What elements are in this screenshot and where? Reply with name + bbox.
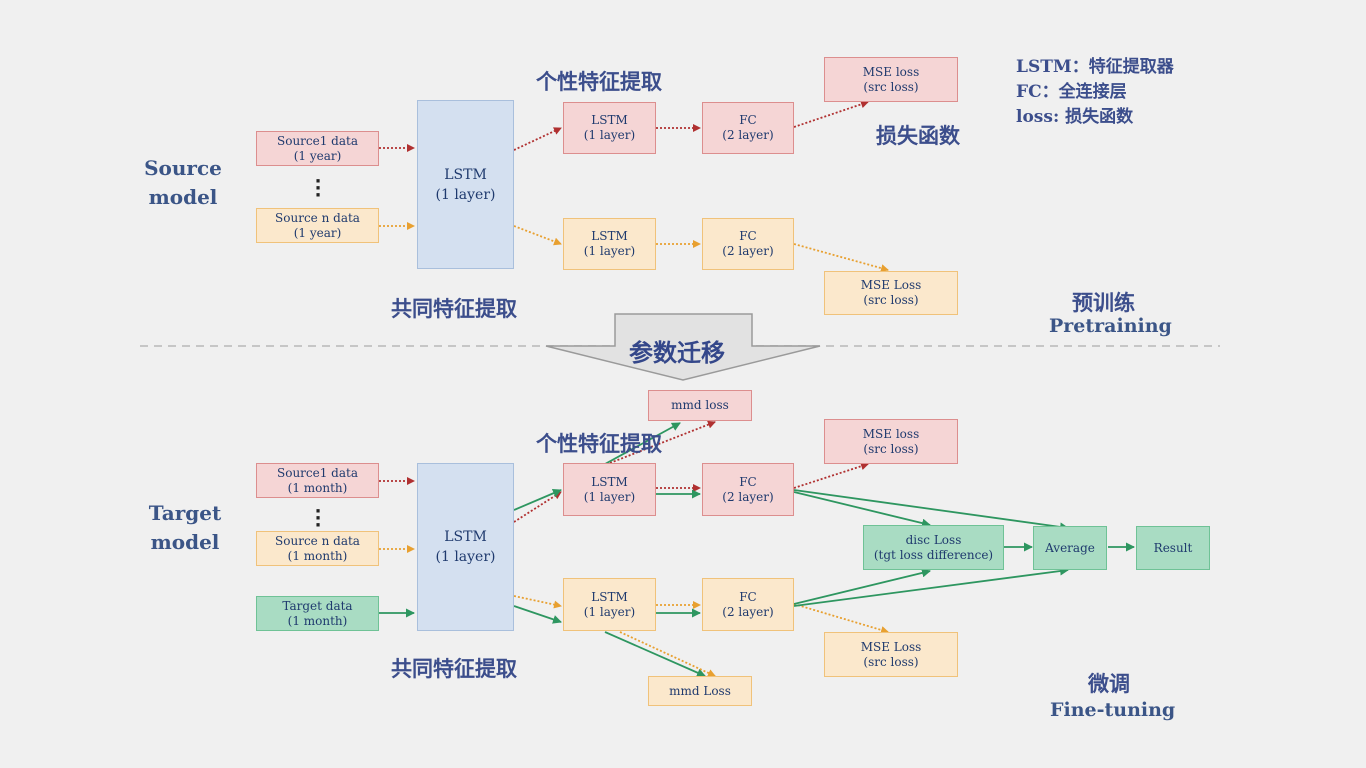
- pretraining-en-label: Pretraining: [1049, 315, 1172, 337]
- result-box: Result: [1136, 526, 1210, 570]
- finetuning-cn-label: 微调: [1088, 672, 1130, 696]
- legend: LSTM：特征提取器 FC：全连接层 loss: 损失函数: [1016, 55, 1174, 130]
- bottom-mmd-loss-a-box: mmd loss: [648, 390, 752, 421]
- pretraining-cn-label: 预训练: [1072, 291, 1135, 315]
- bottom-mmd-loss-b-box: mmd Loss: [648, 676, 752, 706]
- top-sourcen-data-box: Source n data (1 year): [256, 208, 379, 243]
- bottom-fc-a-box: FC (2 layer): [702, 463, 794, 516]
- top-mse-loss-b-box: MSE Loss (src loss): [824, 271, 958, 315]
- bottom-fc-b-box: FC (2 layer): [702, 578, 794, 631]
- bottom-lstm-b-box: LSTM (1 layer): [563, 578, 656, 631]
- legend-line-lstm: LSTM：特征提取器: [1016, 57, 1174, 77]
- transfer-arrow: [545, 313, 821, 381]
- top-common-feature-label: 共同特征提取: [391, 297, 517, 321]
- bottom-source1-data-box: Source1 data (1 month): [256, 463, 379, 498]
- disc-loss-box: disc Loss (tgt loss difference): [863, 525, 1004, 570]
- bottom-sourcen-data-box: Source n data (1 month): [256, 531, 379, 566]
- average-box: Average: [1033, 526, 1107, 570]
- loss-function-label: 损失函数: [876, 124, 960, 148]
- top-source1-data-box: Source1 data (1 year): [256, 131, 379, 166]
- top-lstm-a-box: LSTM (1 layer): [563, 102, 656, 154]
- target-model-label: Target model: [148, 501, 222, 554]
- bottom-shared-lstm-box: LSTM (1 layer): [417, 463, 514, 631]
- bottom-individual-feature-label: 个性特征提取: [536, 432, 662, 456]
- top-fc-b-box: FC (2 layer): [702, 218, 794, 270]
- legend-line-fc: FC：全连接层: [1016, 82, 1127, 102]
- top-shared-lstm-box: LSTM (1 layer): [417, 100, 514, 269]
- top-fc-a-box: FC (2 layer): [702, 102, 794, 154]
- bottom-mse-loss-a-box: MSE loss (src loss): [824, 419, 958, 464]
- top-individual-feature-label: 个性特征提取: [536, 70, 662, 94]
- bottom-common-feature-label: 共同特征提取: [391, 657, 517, 681]
- bottom-lstm-a-box: LSTM (1 layer): [563, 463, 656, 516]
- bottom-target-data-box: Target data (1 month): [256, 596, 379, 631]
- top-lstm-b-box: LSTM (1 layer): [563, 218, 656, 270]
- parameter-transfer-label: 参数迁移: [629, 339, 725, 367]
- top-mse-loss-a-box: MSE loss (src loss): [824, 57, 958, 102]
- bottom-ellipsis: ···: [314, 501, 322, 536]
- source-model-label: Source model: [144, 156, 222, 209]
- bottom-mse-loss-b-box: MSE Loss (src loss): [824, 632, 958, 677]
- top-arrows: [379, 100, 889, 272]
- legend-line-loss: loss: 损失函数: [1016, 107, 1134, 127]
- bottom-arrows: [379, 420, 1135, 677]
- finetuning-en-label: Fine-tuning: [1050, 699, 1176, 721]
- top-ellipsis: ···: [314, 171, 322, 206]
